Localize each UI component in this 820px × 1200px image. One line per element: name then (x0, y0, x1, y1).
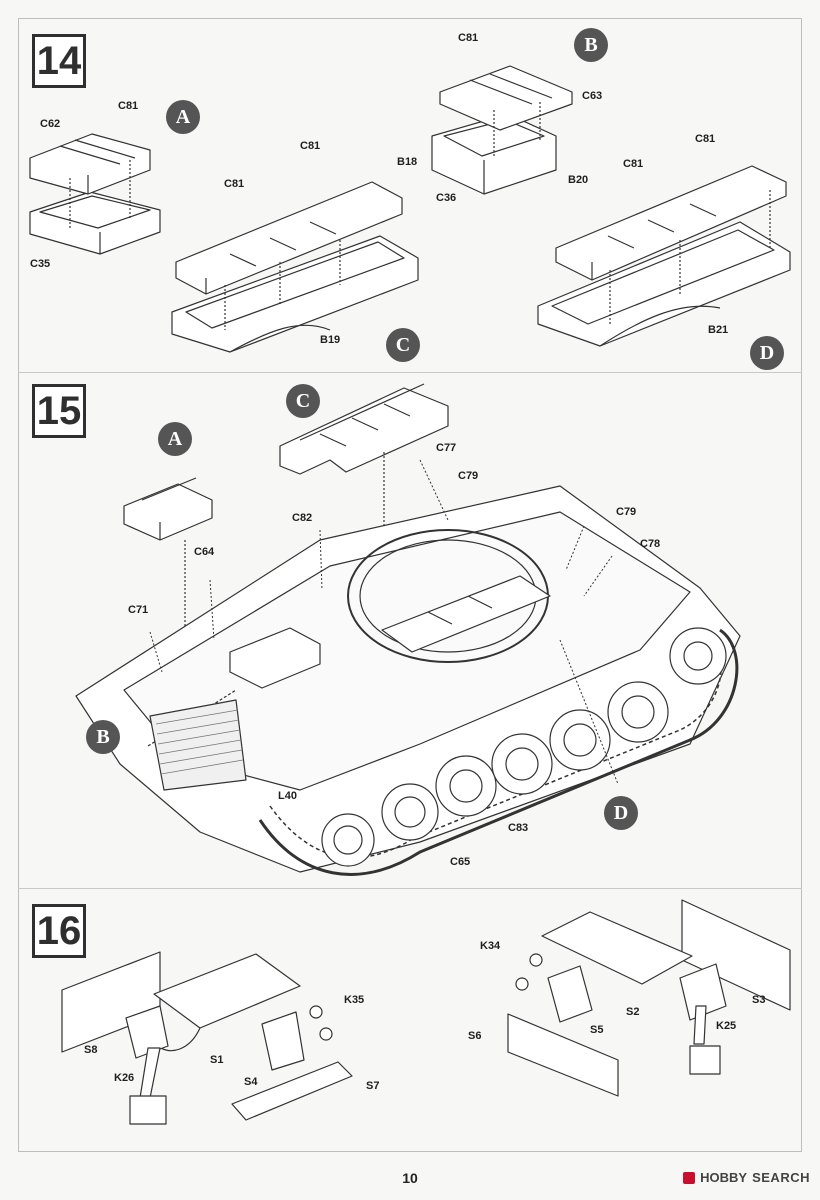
road-wheels (321, 627, 727, 867)
part-label: C36 (436, 192, 457, 204)
part-label: C79 (458, 470, 479, 482)
divider-15-16 (18, 888, 802, 889)
watermark: HOBBY SEARCH (683, 1170, 810, 1185)
hobby-search-logo-icon (683, 1171, 696, 1184)
floating-box-a (123, 477, 213, 626)
fender-assembly-right (507, 899, 791, 1097)
marker-a: A (158, 422, 192, 456)
divider-14-15 (18, 372, 802, 373)
tank-hull (75, 485, 741, 876)
part-label: S1 (210, 1054, 224, 1066)
part-label: C78 (640, 538, 661, 550)
part-label: S8 (84, 1044, 98, 1056)
part-label: C77 (436, 442, 457, 454)
marker-d: D (750, 336, 784, 370)
watermark-brand: HOBBY (700, 1170, 748, 1185)
step-number-16: 16 (32, 904, 86, 958)
part-label: C62 (40, 118, 61, 130)
marker-b: B (86, 720, 120, 754)
part-label: S4 (244, 1076, 258, 1088)
marker-c: C (386, 328, 420, 362)
marker-a: A (166, 100, 200, 134)
part-label: K26 (114, 1072, 135, 1084)
part-label: C81 (695, 133, 716, 145)
part-label: C82 (292, 512, 313, 524)
part-label: K35 (344, 994, 365, 1006)
part-label: S5 (590, 1024, 604, 1036)
part-label: K25 (716, 1020, 737, 1032)
step-number-15: 15 (32, 384, 86, 438)
fender-assembly-left (61, 951, 353, 1125)
part-label: C79 (616, 506, 637, 518)
part-label: C71 (128, 604, 149, 616)
part-label: C81 (300, 140, 321, 152)
watermark-suffix: SEARCH (752, 1170, 810, 1185)
part-label: C81 (458, 32, 479, 44)
part-label: C81 (118, 100, 139, 112)
part-label: S2 (626, 1006, 640, 1018)
marker-c: C (286, 384, 320, 418)
page-frame (18, 18, 802, 1152)
marker-d: D (604, 796, 638, 830)
step-number-14: 14 (32, 34, 86, 88)
part-label: B19 (320, 334, 341, 346)
floating-box-c (279, 383, 449, 562)
part-label: C63 (582, 90, 603, 102)
marker-b: B (574, 28, 608, 62)
part-label: K34 (480, 940, 501, 952)
part-label: C83 (508, 822, 529, 834)
part-label: C81 (623, 158, 644, 170)
part-label: B18 (397, 156, 418, 168)
part-label: B20 (568, 174, 589, 186)
page-number: 10 (402, 1170, 418, 1186)
part-label: S7 (366, 1080, 380, 1092)
toolbox-b-parts (431, 65, 573, 195)
toolbox-c-parts (171, 181, 419, 353)
part-label: C64 (194, 546, 215, 558)
toolbox-d-parts (537, 165, 791, 347)
part-label: C81 (224, 178, 245, 190)
part-label: C65 (450, 856, 471, 868)
part-label: C35 (30, 258, 51, 270)
guide-lines (149, 459, 619, 785)
toolbox-a-parts (29, 133, 161, 255)
part-label: S6 (468, 1030, 482, 1042)
part-label: S3 (752, 994, 766, 1006)
part-label: B21 (708, 324, 729, 336)
part-label: L40 (278, 790, 297, 802)
